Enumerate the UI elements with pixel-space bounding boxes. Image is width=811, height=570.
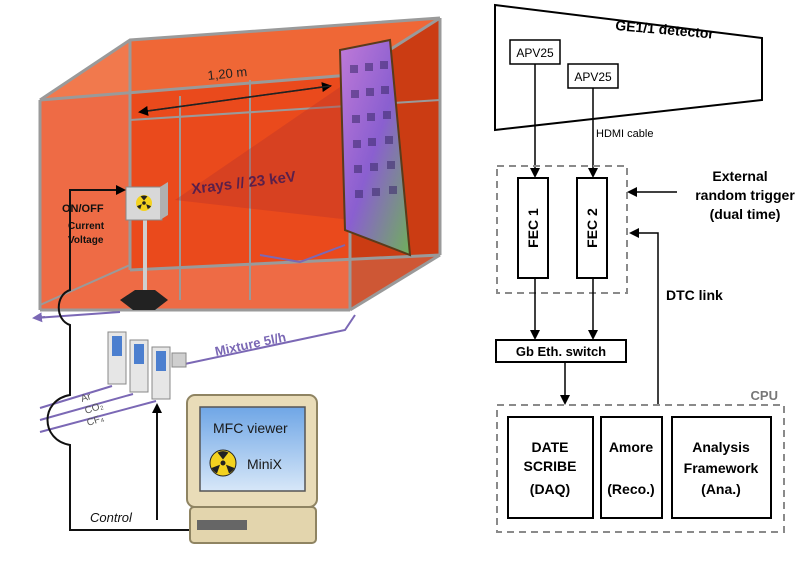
fec-1-box (517, 177, 549, 279)
daq-chain: GE1/1 detector APV25 APV25 HDMI cable FE… (494, 3, 795, 533)
fec-2-box (576, 177, 608, 279)
detector-readout-pads (350, 61, 397, 198)
srs-crate (496, 165, 628, 294)
current-label: Current (68, 221, 105, 232)
daq-label: (DAQ) (530, 481, 570, 497)
hdmi-label: HDMI cable (596, 128, 653, 140)
gas-outlet-arrow (32, 312, 46, 323)
radiation-icon (136, 195, 152, 211)
ana-label: (Ana.) (701, 481, 741, 497)
gas-cf4-label: CF₄ (86, 413, 106, 429)
apv25-2-label: APV25 (574, 70, 612, 84)
framework-label: Framework (684, 460, 759, 476)
test-setup: 1,20 m Xrays // 23 keV Mixture 5l/h (32, 16, 442, 544)
control-computer (186, 394, 318, 544)
gas-ar-label: Ar (80, 391, 94, 405)
switch-label: Gb Eth. switch (516, 344, 606, 359)
voltage-label: Voltage (68, 235, 104, 246)
power-control-line (46, 189, 190, 531)
trigger-label-1: External (712, 168, 767, 184)
daq-software-box (507, 416, 594, 519)
enclosure-front-wall (40, 75, 350, 310)
trigger-label-2: random trigger (695, 187, 795, 203)
enclosure-top (40, 18, 440, 100)
scribe-label: SCRIBE (524, 458, 577, 474)
ethernet-switch-box (495, 339, 627, 363)
mixture-label: Mixture 5l/h (214, 329, 288, 359)
monitor-title: MFC viewer (213, 420, 288, 436)
onoff-label: ON/OFF (62, 203, 104, 215)
fec-1-label: FEC 1 (525, 208, 541, 248)
monitor-subtitle: MiniX (247, 456, 283, 472)
trigger-label-3: (dual time) (710, 206, 781, 222)
gas-line (34, 244, 356, 366)
reco-label: (Reco.) (607, 481, 654, 497)
cpu-box (496, 404, 785, 533)
xray-source (120, 182, 168, 310)
mass-flow-controllers (107, 331, 187, 400)
reco-software-box (600, 416, 663, 519)
apv25-1-label: APV25 (516, 46, 554, 60)
fec-2-label: FEC 2 (584, 208, 600, 248)
ge11-detector-outline (494, 3, 763, 132)
control-label: Control (90, 510, 133, 525)
analysis-software-box (671, 416, 772, 519)
dtc-label: DTC link (666, 287, 723, 303)
date-label: DATE (531, 439, 568, 455)
aluminium-frame (38, 16, 442, 312)
monitor-radiation-icon (209, 449, 237, 477)
xray-beam (175, 70, 395, 225)
analysis-label: Analysis (692, 439, 750, 455)
length-arrow-left (138, 85, 331, 116)
cpu-label: CPU (751, 388, 778, 403)
amore-label: Amore (609, 439, 654, 455)
dtc-link-line (629, 228, 659, 405)
length-label: 1,20 m (207, 64, 248, 83)
